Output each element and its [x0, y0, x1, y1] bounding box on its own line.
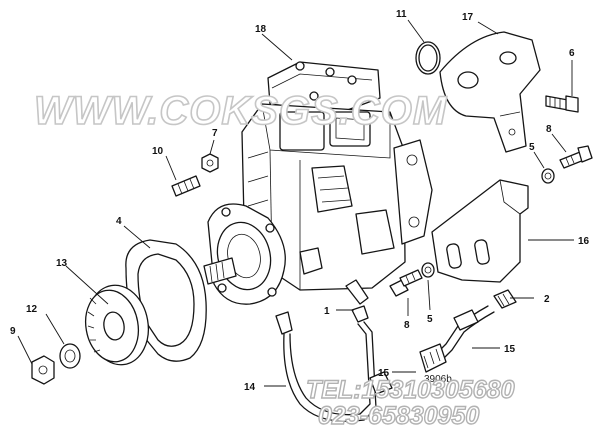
fuel-line-15 [419, 305, 495, 373]
callout-numbers: 18 11 17 6 7 8 10 5 4 16 13 2 12 1 8 5 9… [10, 9, 590, 393]
callout-2: 2 [544, 294, 550, 305]
callout-1: 1 [324, 306, 330, 317]
fuel-line-14 [283, 321, 393, 422]
bolt-8-upper [559, 145, 593, 169]
callout-8-upper: 8 [546, 124, 552, 135]
callout-15-lower: 15 [378, 368, 390, 379]
nut [31, 355, 55, 385]
callout-17: 17 [462, 12, 474, 23]
callout-13: 13 [56, 258, 68, 269]
stud [171, 175, 201, 197]
callout-9: 9 [10, 326, 16, 337]
callout-11: 11 [396, 9, 407, 20]
bolt-8-lower [389, 269, 423, 297]
pump-drive-flange [203, 203, 286, 305]
callout-16: 16 [578, 236, 590, 247]
callout-7: 7 [212, 128, 218, 139]
fitting-2 [493, 289, 517, 309]
drive-gear [84, 284, 149, 366]
banjo-fitting [275, 279, 369, 335]
callout-5-upper: 5 [529, 142, 535, 153]
watermark-url: WWW.COKSGS.COM [34, 89, 448, 133]
part-code-label: 3906b [424, 374, 452, 385]
nut-7 [201, 153, 219, 173]
callout-12: 12 [26, 304, 38, 315]
support-bracket [431, 179, 529, 283]
watermark-tel: TEL:15310305680 [306, 376, 515, 404]
callout-18: 18 [255, 24, 267, 35]
leader-lines [17, 19, 574, 387]
bolt-6 [545, 95, 579, 113]
callout-15-right: 15 [504, 344, 516, 355]
washer-5-upper [541, 168, 555, 184]
mounting-bracket [439, 31, 541, 153]
o-ring [415, 41, 441, 75]
callout-10: 10 [152, 146, 164, 157]
callout-14: 14 [244, 382, 256, 393]
callout-8-lower: 8 [404, 320, 410, 331]
callout-6: 6 [569, 48, 575, 59]
watermark-phone: 023-65830950 [318, 402, 479, 430]
callout-4: 4 [116, 216, 122, 227]
washer-5-lower [421, 262, 435, 278]
callout-5-lower: 5 [427, 314, 433, 325]
washer [59, 343, 81, 369]
